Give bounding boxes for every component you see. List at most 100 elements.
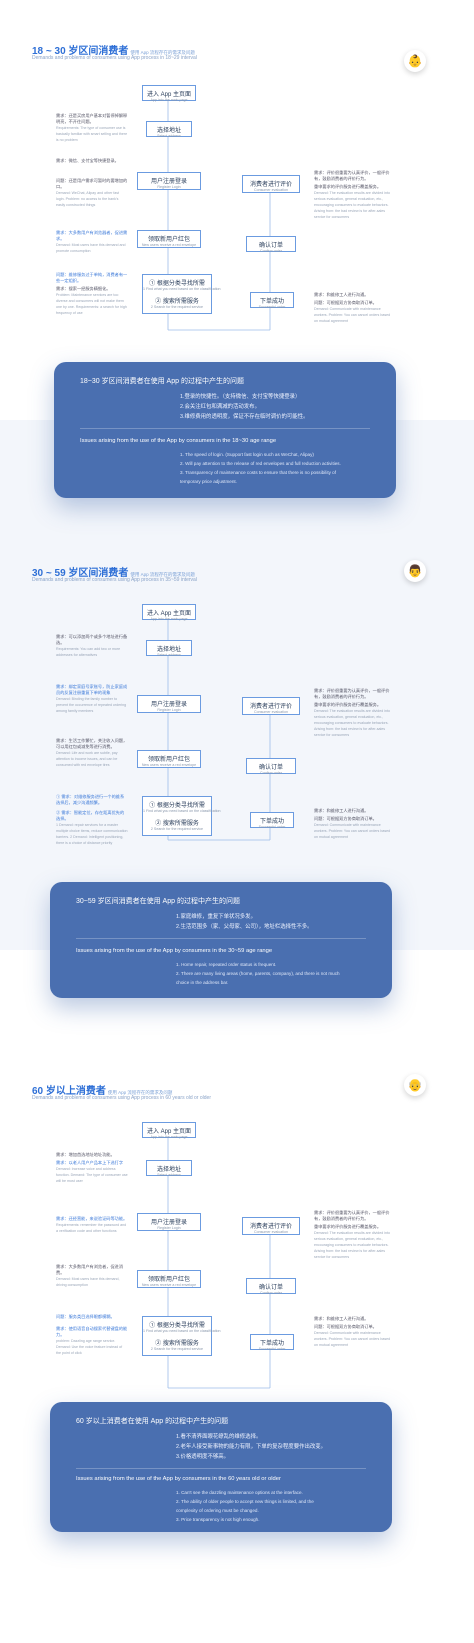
card-en-line: 1. Can't see the dazzling maintenance op… <box>176 1490 303 1495</box>
section-title-main: 60 岁以上消费者 <box>32 1086 106 1097</box>
card-en-line: complexity of ordering must be changed. <box>176 1508 259 1513</box>
card-en-line: 1. Home repair, repeated order status is… <box>176 962 277 967</box>
elder-face-icon: 👴 <box>404 1074 426 1096</box>
right-note: 问题：可根据双方协商取消订单。Demand: Communicate with … <box>314 300 391 323</box>
section-subtitle: Demands and problems of consumers using … <box>32 577 197 583</box>
left-note: 需求：可以添加两个或多个地址进行备选。Requirements: You can… <box>56 634 128 657</box>
right-note: 重申要求的评价服务进行覆盖服务。Demand: The evaluation r… <box>314 184 391 219</box>
card-divider <box>76 1468 366 1469</box>
section-title-sub: 使用 App 流程存在的需求及问题 <box>130 50 195 55</box>
section-30-59: 30 ~ 59 岁区间消费者使用 App 流程存在的需求及问题 Demands … <box>0 540 474 1060</box>
right-note: 需求：评价很重要为认真评价，一般评价有，鼓励消费者的评价行为。 <box>314 1210 390 1221</box>
card-line: 1.看不清界面眼花缭乱的维修选择。 <box>176 1434 262 1440</box>
right-note: 需求：评价很重要为认真评价，一般评价有，鼓励消费者的评价行为。 <box>314 170 390 181</box>
card-title: 60 岁以上消费者在使用 App 的过程中产生的问题 <box>76 1418 229 1425</box>
left-note: 需求：生活工作繁忙，关注收入问题，可以用红包或减免等进行消费。Demand: L… <box>56 738 128 767</box>
left-note: 需求：使用语音自动搜索代替键盘的能力。problem: Dazzling age… <box>56 1326 128 1355</box>
right-note: 问题：可根据双方协商取消订单。Demand: Communicate with … <box>314 816 391 839</box>
section-title-sub: 使用 App 流程存在的需求及问题 <box>107 1090 173 1095</box>
card-en-line: 3. Price transparency is not high enough… <box>176 1517 260 1522</box>
card-en-line: 2. The ability of older people to accept… <box>176 1499 314 1504</box>
left-note: ② 需求：智能定位，存在距离优先的选择。1 Demand: repair ser… <box>56 810 128 845</box>
card-line: 2.老年人接受新事物的能力有限，下单的复杂程度要作出改变。 <box>176 1444 327 1450</box>
adult-face-icon: 👨 <box>404 560 426 582</box>
section-subtitle: Demands and problems of consumers using … <box>32 55 197 61</box>
left-note: 需求：大多数用户有浏览者，促进消费。Demand: Most users hav… <box>56 1264 124 1287</box>
card-en-line: 2. Will pay attention to the release of … <box>180 461 341 466</box>
section-title: 18 ~ 30 岁区间消费者使用 App 流程存在的需求及问题 <box>32 42 195 57</box>
section-title-main: 18 ~ 30 岁区间消费者 <box>32 46 129 57</box>
right-note: 重申要求的评价服务进行覆盖服务。Demand: The evaluation r… <box>314 1224 391 1259</box>
section-title-main: 30 ~ 59 岁区间消费者 <box>32 568 129 579</box>
card-line: 3.价格透明度不够高。 <box>176 1454 230 1460</box>
card-line: 3.维修费用的透明度，保证不存在临时调价的可能性。 <box>180 414 309 420</box>
section-title: 30 ~ 59 岁区间消费者使用 App 流程存在的需求及问题 <box>32 564 195 579</box>
background-band <box>0 420 474 950</box>
left-note: ① 需求：对维修服务进行一个的维系选择后，减少沟通频繁。 <box>56 794 125 805</box>
left-note: 问题：服务类目选择眼都模糊。 <box>56 1314 115 1319</box>
card-line: 1.家庭维修，重复下单状况多发。 <box>176 914 256 920</box>
card-divider <box>80 428 370 429</box>
right-note: 需求：和维修工人进行沟通。 <box>314 292 369 297</box>
right-note: 需求：和维修工人进行沟通。 <box>314 808 369 813</box>
left-note: 需求：增加首选地址地址功能。 <box>56 1152 115 1157</box>
card-en-title: Issues arising from the use of the App b… <box>76 948 273 954</box>
left-note: 需求：搜索一经服务精细化。Problem: Maintenance servic… <box>56 286 127 315</box>
right-note: 需求：和维修工人进行沟通。 <box>314 1316 369 1321</box>
card-en-line: 3. Transparency of maintenance costs to … <box>180 470 337 475</box>
card-en-line: 1. The speed of login. (Support fast log… <box>180 452 314 457</box>
card-title: 30~59 岁区间消费者在使用 App 的过程中产生的问题 <box>76 898 240 905</box>
card-line: 2.生活范围多（家、父母家、公司），地址栏选择性不多。 <box>176 924 313 930</box>
issues-card: 30~59 岁区间消费者在使用 App 的过程中产生的问题 1.家庭维修，重复下… <box>50 882 392 998</box>
left-note: 问题：维修服务过于单纯，消费者有一些一定组织。 <box>56 272 128 283</box>
section-60-plus: 60 岁以上消费者使用 App 流程存在的需求及问题 Demands and p… <box>0 1060 474 1643</box>
young-face-icon: 👶 <box>404 50 426 72</box>
card-divider <box>76 938 366 939</box>
section-subtitle: Demands and problems of consumers using … <box>32 1095 211 1101</box>
section-title-sub: 使用 App 流程存在的需求及问题 <box>130 572 195 577</box>
left-note: 需求：大多数用户有浏览器者，促进需求。Demand: Most users ha… <box>56 230 128 253</box>
issues-card: 18~30 岁区间消费者在使用 App 的过程中产生的问题 1.登录的快捷性。（… <box>54 362 396 498</box>
right-note: 需求：评价很重要为认真评价，一般评价有，鼓励消费者的评价行为。 <box>314 688 390 699</box>
card-en-line: choice in the address bar. <box>176 980 229 985</box>
left-note: 需求：微信、支付宝等快捷登录。 <box>56 158 119 163</box>
section-title: 60 岁以上消费者使用 App 流程存在的需求及问题 <box>32 1082 172 1097</box>
left-note: 问题：还是用户需求可暂时的要增加的 口。Demand: WeChat, Alip… <box>56 178 128 207</box>
left-note: 需求：还是买房用户基本对暂停掉解释明亮，不开往问题。Requirements: … <box>56 113 128 142</box>
right-note: 重申要求的评价服务进行覆盖服务。Demand: The evaluation r… <box>314 702 391 737</box>
card-en-title: Issues arising from the use of the App b… <box>76 1476 281 1482</box>
card-line: 1.登录的快捷性。（支持微信、支付宝等快捷登录） <box>180 394 301 400</box>
card-title: 18~30 岁区间消费者在使用 App 的过程中产生的问题 <box>80 378 244 385</box>
issues-card: 60 岁以上消费者在使用 App 的过程中产生的问题 1.看不清界面眼花缭乱的维… <box>50 1402 392 1532</box>
right-note: 问题：可根据双方协商取消订单。Demand: Communicate with … <box>314 1324 391 1347</box>
card-en-line: temporary price adjustment. <box>180 479 237 484</box>
card-en-title: Issues arising from the use of the App b… <box>80 438 277 444</box>
left-note: 需求：还经营能，来说验证码等功能。Requirements: remember … <box>56 1216 128 1233</box>
